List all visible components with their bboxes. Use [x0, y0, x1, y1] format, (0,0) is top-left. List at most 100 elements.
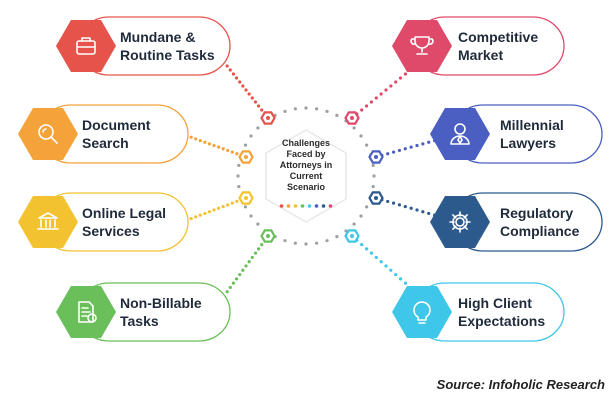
- connector-dot: [403, 72, 408, 76]
- ring-dot: [293, 107, 297, 111]
- ring-dot: [371, 185, 375, 189]
- connector-dot: [241, 268, 245, 272]
- connector-dot: [238, 80, 242, 84]
- node-mundane-routine-tasks: Mundane &Routine Tasks: [52, 15, 232, 77]
- center-title-line: Scenario: [286, 182, 326, 192]
- ring-dot: [315, 107, 319, 111]
- ring-dot: [335, 234, 339, 239]
- node-hexagon-badge: [56, 20, 116, 72]
- connector-dot: [253, 100, 258, 104]
- trophy-icon: [410, 36, 434, 55]
- ring-dot: [325, 239, 329, 243]
- ring-dot: [256, 126, 260, 130]
- ring-dot: [249, 214, 253, 218]
- connector-dot: [391, 150, 396, 154]
- node-label: Mundane &Routine Tasks: [120, 15, 215, 77]
- connector-dot: [409, 145, 413, 149]
- connector-dot: [389, 268, 393, 272]
- ring-dot: [237, 185, 241, 189]
- connector-dot: [194, 137, 198, 141]
- node-shape: [18, 192, 189, 252]
- node-shape: [430, 192, 603, 252]
- ring-dot: [283, 109, 287, 113]
- connector-hex-core: [374, 196, 378, 200]
- ring-dot: [359, 214, 363, 218]
- connector-dot: [244, 264, 248, 268]
- connector-dot: [235, 199, 239, 204]
- connector-dot: [379, 260, 383, 264]
- connector-dot: [403, 281, 408, 285]
- connector-dot: [360, 242, 364, 247]
- center-title-line: Current: [289, 171, 323, 181]
- ring-dot: [364, 143, 369, 147]
- connector-dot: [253, 251, 258, 255]
- node-hexagon-badge: [430, 196, 490, 248]
- node-hexagon-badge: [18, 108, 78, 160]
- connector-dot: [397, 148, 402, 153]
- ring-dot: [304, 242, 308, 246]
- connector-dot: [203, 140, 207, 144]
- ring-dot: [364, 205, 369, 209]
- connector-dot: [415, 208, 419, 212]
- center-hexagon: Challenges Faced by Attorneys in Current…: [258, 128, 354, 224]
- node-label-line: Regulatory: [500, 205, 574, 221]
- person-icon: [450, 123, 470, 145]
- node-label-line: Tasks: [120, 313, 159, 329]
- connector-dot: [386, 152, 390, 156]
- center-title: Challenges Faced by Attorneys in Current…: [258, 138, 354, 193]
- connector-dot: [226, 148, 230, 153]
- connector-dot: [389, 84, 393, 88]
- node-label-line: Lawyers: [500, 135, 557, 151]
- ring-dot: [293, 241, 297, 245]
- ring-dot: [335, 113, 339, 118]
- connector-dot: [221, 204, 225, 209]
- node-label-line: High Client: [458, 295, 532, 311]
- connector-dot: [234, 277, 239, 281]
- connector-dot: [391, 201, 396, 205]
- connector-dot: [421, 142, 425, 146]
- ring-dot: [372, 174, 376, 178]
- connector-dot: [250, 96, 254, 100]
- node-label-line: Compliance: [500, 223, 580, 239]
- magnifier-icon: [38, 124, 58, 144]
- connector-dot: [247, 260, 251, 264]
- connector-dot: [207, 210, 212, 214]
- connector-dot: [374, 96, 378, 100]
- ring-dot: [325, 109, 329, 113]
- connector-dot: [364, 247, 369, 251]
- connector-dot: [203, 211, 207, 216]
- connector-dot: [427, 211, 431, 216]
- connector-dot: [231, 72, 236, 76]
- connector-dot: [427, 140, 431, 144]
- ring-dot: [352, 126, 356, 130]
- connector-dot: [398, 277, 403, 281]
- node-label-line: Market: [458, 47, 504, 63]
- node-hexagon-badge: [18, 196, 78, 248]
- connector-dot: [228, 285, 232, 290]
- center-color-dot: [279, 204, 284, 208]
- connector-dot: [369, 100, 374, 104]
- connector-dot: [238, 272, 242, 277]
- connector-dot: [189, 135, 193, 139]
- center-color-dot: [293, 204, 298, 208]
- connector-dot: [415, 143, 419, 148]
- connector-dot: [369, 251, 374, 255]
- ring-dot: [352, 222, 356, 226]
- connector-dot: [231, 281, 236, 285]
- connector-dot: [403, 147, 407, 151]
- center-color-dots: [279, 204, 333, 208]
- ring-dot: [243, 143, 248, 147]
- connector-dot: [216, 206, 221, 210]
- connector-dot: [394, 272, 398, 277]
- briefcase-icon: [76, 37, 96, 55]
- node-hexagon-badge: [392, 20, 452, 72]
- center-color-dot: [286, 204, 291, 208]
- node-shape: [56, 282, 231, 342]
